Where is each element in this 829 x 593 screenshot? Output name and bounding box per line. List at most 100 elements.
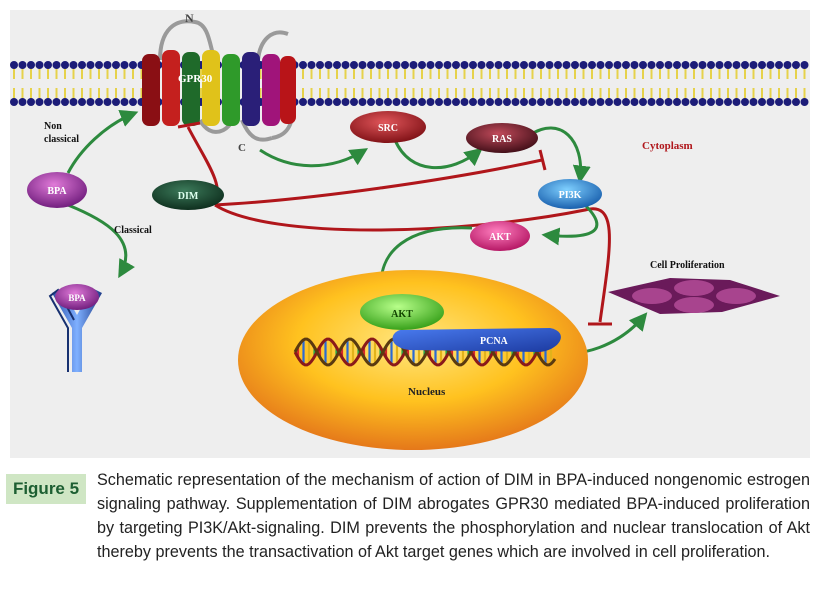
lipid-head [341, 98, 350, 106]
lipid-head [630, 98, 639, 106]
lipid-head [10, 98, 18, 106]
lipid-head [477, 98, 486, 106]
lipid-head [775, 98, 783, 106]
lipid-head [375, 98, 384, 106]
pcna-node: PCNA [392, 328, 561, 352]
lipid-head [316, 61, 324, 69]
lipid-head [78, 61, 86, 69]
bpa-bound-label: BPA [68, 293, 86, 303]
akt-cytoplasm-label: AKT [489, 232, 511, 243]
lipid-head [452, 61, 460, 69]
lipid-head [409, 98, 418, 106]
src-node: SRC [350, 111, 426, 143]
lipid-head [554, 98, 562, 106]
lipid-head [664, 98, 673, 106]
ras-to-pi3k-arrow [529, 126, 591, 184]
lipid-head [95, 98, 103, 106]
lipid-head [588, 98, 596, 106]
lipid-head [69, 98, 78, 106]
lipid-head [656, 98, 664, 106]
lipid-head [579, 61, 588, 69]
lipid-head [613, 61, 622, 69]
cell-membrane [10, 61, 809, 106]
lipid-head [749, 61, 758, 69]
lipid-head [316, 98, 324, 106]
pi3k-label: PI3K [559, 190, 582, 201]
bpa-classical-arrow [67, 203, 135, 279]
classical-label: Classical [114, 225, 152, 236]
lipid-head [103, 61, 112, 69]
figure-caption: Schematic representation of the mechanis… [97, 471, 810, 561]
bpa-free-label: BPA [47, 186, 67, 197]
lipid-head [554, 61, 562, 69]
lipid-head [766, 61, 775, 69]
lipid-head [350, 98, 358, 106]
dna-strand [293, 337, 557, 367]
figure-number-tag: Figure 5 [6, 474, 86, 504]
lipid-head [112, 61, 120, 69]
lipid-head [511, 61, 520, 69]
lipid-head [384, 98, 392, 106]
lipid-head [783, 98, 792, 106]
proliferating-cells [608, 278, 780, 314]
lipid-head [571, 98, 579, 106]
lipid-head [639, 98, 647, 106]
lipid-head [418, 61, 426, 69]
lipid-head [596, 61, 605, 69]
lipid-head [469, 61, 477, 69]
lipid-head [503, 98, 511, 106]
pathway-diagram: N C GPR30 Nucleus PCNA AKT [10, 11, 809, 450]
gpr30-inhibition-bar [177, 121, 201, 129]
lipid-head [52, 61, 61, 69]
lipid-head [562, 61, 571, 69]
lipid-head [732, 61, 741, 69]
dim-node: DIM [152, 180, 224, 210]
lipid-head [367, 98, 375, 106]
lipid-head [647, 98, 656, 106]
lipid-head [129, 98, 137, 106]
ras-label: RAS [492, 134, 512, 145]
lipid-head [630, 61, 639, 69]
lipid-head [724, 61, 732, 69]
lipid-head [435, 61, 443, 69]
lipid-head [86, 98, 95, 106]
lipid-head [44, 61, 52, 69]
lipid-head [749, 98, 758, 106]
lipid-head [120, 61, 129, 69]
lipid-head [690, 98, 698, 106]
lipid-head [800, 61, 809, 69]
lipid-head [494, 98, 503, 106]
lipid-head [775, 61, 783, 69]
dim-inhibits-pcna-line [214, 203, 611, 323]
lipid-head [409, 61, 418, 69]
c-terminus-label: C [238, 142, 246, 154]
lipid-head [503, 61, 511, 69]
lipid-head [758, 61, 766, 69]
lipid-head [494, 61, 503, 69]
lipid-head [44, 98, 52, 106]
lipid-head [299, 98, 307, 106]
lipid-head [681, 61, 690, 69]
lipid-head [758, 98, 766, 106]
lipid-head [418, 98, 426, 106]
lipid-head [358, 61, 367, 69]
lipid-head [307, 61, 316, 69]
lipid-head [579, 98, 588, 106]
non-classical-line-1: Non [44, 121, 62, 132]
lipid-head [112, 98, 120, 106]
lipid-head [95, 61, 103, 69]
lipid-head [61, 61, 69, 69]
bpa-bound-node [55, 284, 99, 310]
lipid-head [103, 98, 112, 106]
lipid-head [333, 61, 341, 69]
non-classical-label: Non classical [44, 121, 79, 145]
lipid-head [664, 61, 673, 69]
lipid-head [783, 61, 792, 69]
lipid-head [690, 61, 698, 69]
ras-inhibition-bar [538, 149, 547, 171]
lipid-head [27, 98, 35, 106]
lipid-head [401, 98, 409, 106]
bpa-free-node: BPA [27, 172, 87, 208]
lipid-head [605, 98, 613, 106]
lipid-head [460, 98, 469, 106]
